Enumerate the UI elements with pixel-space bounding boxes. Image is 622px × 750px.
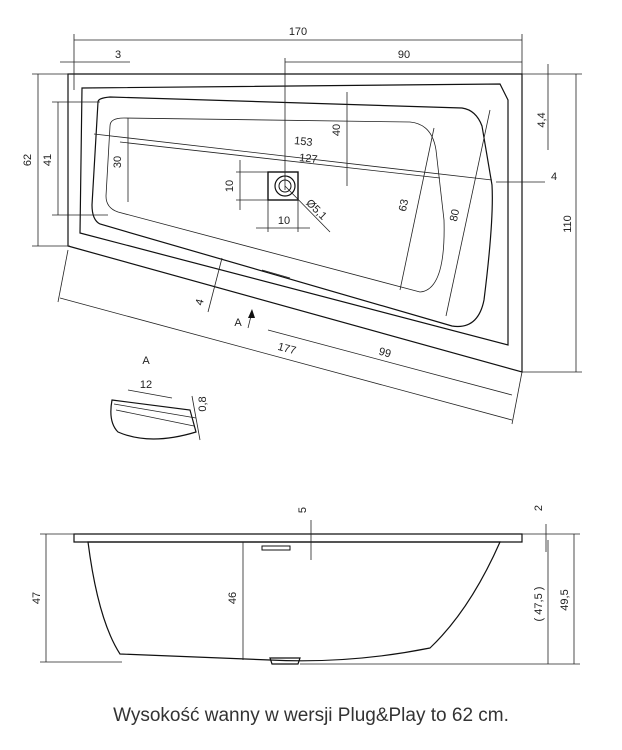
dim-46: 46 — [227, 592, 239, 604]
dim-49-5: 49,5 — [559, 589, 571, 610]
dim-4-4: 4,4 — [536, 112, 548, 127]
dim-4-bottom: 4 — [194, 298, 207, 307]
dim-80: 80 — [448, 208, 462, 222]
dim-line-99 — [267, 329, 513, 396]
dim-4-right: 4 — [551, 171, 557, 183]
tub-rim-outline — [79, 83, 509, 346]
dim-110: 110 — [562, 215, 574, 233]
section-arrowhead — [248, 309, 255, 318]
dim-127: 127 — [299, 152, 319, 166]
dim-line-127 — [119, 141, 441, 179]
side-view: 5 2 47 46 ( 47,5 ) 49,5 — [31, 505, 580, 665]
side-drain — [269, 657, 301, 665]
detail-a-dim-08: 0,8 — [197, 396, 209, 411]
tub-outer-outline — [67, 73, 523, 373]
detail-a: A 12 0,8 — [110, 355, 209, 441]
dim-10-vertical: 10 — [224, 180, 236, 192]
dim-line-63 — [399, 127, 435, 291]
dim-line-4-bottom — [207, 257, 223, 313]
section-line — [261, 269, 291, 279]
dim-drain-diameter: Ø5,1 — [303, 197, 328, 222]
basin-floor-outline — [105, 117, 445, 293]
caption: Wysokość wanny w wersji Plug&Play to 62 … — [113, 705, 509, 726]
detail-a-dim-line-12 — [127, 389, 173, 399]
dim-47: 47 — [31, 592, 43, 604]
detail-a-dim-line-08 — [191, 395, 201, 441]
dim-63: 63 — [397, 198, 411, 212]
dim-47-5: ( 47,5 ) — [533, 587, 545, 622]
dim-99: 99 — [377, 346, 392, 361]
dim-line-177 — [59, 297, 513, 421]
dim-2: 2 — [533, 505, 545, 511]
basin-outline — [91, 96, 493, 328]
detail-a-profile — [110, 399, 197, 440]
dim-41: 41 — [42, 154, 54, 166]
detail-a-dim-12: 12 — [140, 379, 152, 391]
dim-40: 40 — [331, 124, 343, 136]
dim-30: 30 — [112, 156, 124, 168]
side-rim — [73, 533, 523, 543]
dim-line-diameter — [284, 185, 331, 233]
dim-90: 90 — [398, 49, 410, 61]
ext-line — [511, 371, 523, 425]
section-marker-a: A — [234, 317, 242, 329]
side-overflow — [261, 545, 291, 551]
dim-153: 153 — [294, 135, 314, 149]
dim-line-80 — [445, 109, 491, 317]
dim-62: 62 — [22, 154, 34, 166]
dim-10-horizontal: 10 — [278, 215, 290, 227]
ext-line — [57, 249, 69, 303]
dim-3: 3 — [115, 49, 121, 61]
drain-square — [267, 171, 299, 201]
dim-170: 170 — [289, 26, 307, 38]
top-view: 170 3 90 153 127 40 30 10 10 Ø5,1 63 — [22, 26, 582, 425]
dim-5: 5 — [297, 507, 309, 513]
dim-line-153 — [93, 133, 493, 181]
detail-a-rim — [113, 403, 197, 427]
detail-a-label: A — [142, 355, 150, 367]
side-body — [87, 541, 501, 662]
dim-177: 177 — [276, 341, 297, 357]
